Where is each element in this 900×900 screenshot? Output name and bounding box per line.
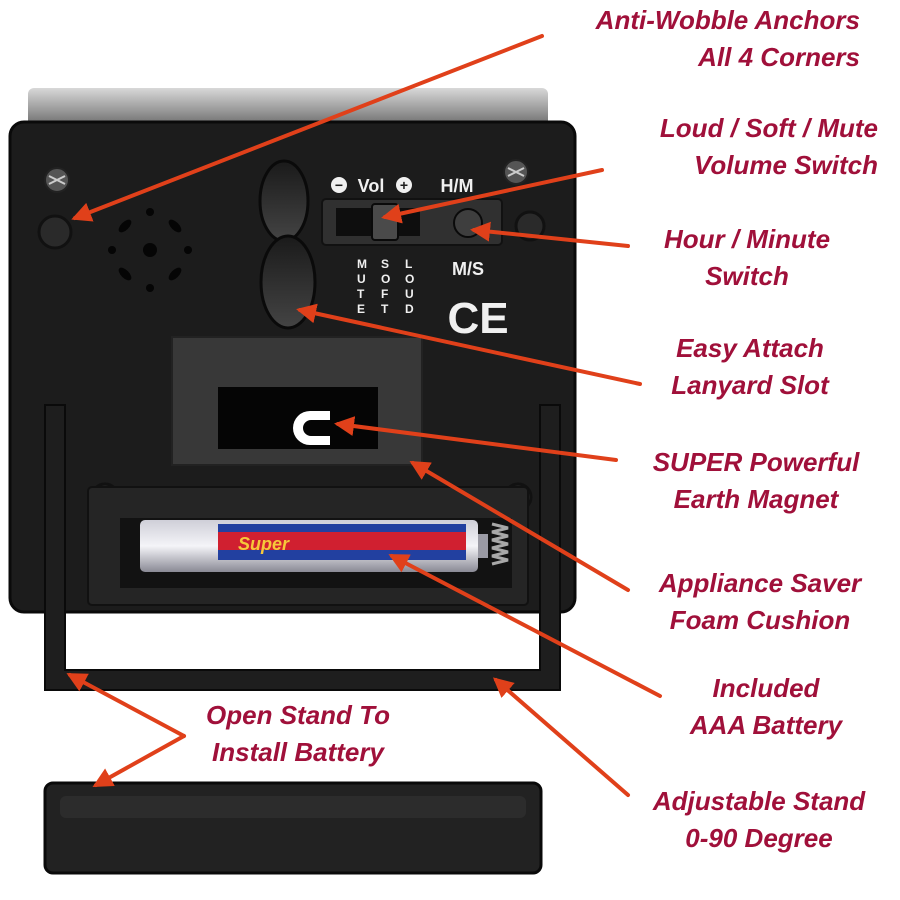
callout-lanyard: Easy Attach Lanyard Slot — [640, 330, 860, 404]
callout-magnet-line-1: SUPER Powerful — [652, 447, 860, 477]
callout-volume-line-2: Volume Switch — [694, 150, 878, 180]
minus-icon — [331, 177, 347, 193]
stand-frame — [44, 404, 561, 691]
callout-open-stand-line-2: Install Battery — [212, 737, 384, 767]
arrow-magnet — [334, 416, 618, 462]
arrow-open-stand-1 — [66, 673, 186, 738]
callout-hour-minute-line-1: Hour / Minute — [663, 224, 831, 254]
speaker-grille — [108, 208, 192, 292]
ce-mark: CE — [447, 294, 508, 343]
callout-lanyard-line-1: Easy Attach — [676, 333, 824, 363]
battery-spring — [491, 522, 509, 566]
callout-anchors: Anti-Wobble Anchors All 4 Corners — [596, 2, 860, 76]
volume-minus: − — [335, 177, 343, 193]
callout-volume-line-1: Loud / Soft / Mute — [659, 113, 878, 143]
callout-hour-minute: Hour / Minute Switch — [632, 221, 862, 295]
arrow-volume — [381, 168, 604, 224]
callout-battery-line-2: AAA Battery — [689, 710, 843, 740]
callout-magnet-line-2: Earth Magnet — [673, 484, 839, 514]
callout-lanyard-line-2: Lanyard Slot — [671, 370, 829, 400]
callout-stand-line-2: 0-90 Degree — [685, 823, 833, 853]
ms-label: M/S — [452, 259, 484, 279]
anchor-top-right — [514, 210, 546, 242]
arrow-foam — [409, 460, 630, 592]
arrow-hm — [470, 221, 630, 248]
magnet-icon — [293, 411, 330, 445]
arrow-anchors — [71, 34, 544, 222]
battery-brand: Super — [238, 534, 290, 554]
callout-stand: Adjustable Stand 0-90 Degree — [624, 783, 894, 857]
callout-battery: Included AAA Battery — [656, 670, 876, 744]
volume-label: Vol — [358, 176, 385, 196]
callout-foam-line-2: Foam Cushion — [669, 605, 851, 635]
callout-hour-minute-line-2: Switch — [705, 261, 789, 291]
callout-arrows — [66, 34, 662, 797]
callout-foam: Appliance Saver Foam Cushion — [630, 565, 890, 639]
battery: Super — [140, 520, 488, 572]
arrow-lanyard — [296, 303, 642, 386]
callout-magnet: SUPER Powerful Earth Magnet — [614, 444, 898, 518]
screw-left — [44, 167, 70, 193]
volume-slider-knob — [371, 203, 399, 241]
screw-right — [503, 159, 529, 185]
callout-open-stand: Open Stand To Install Battery — [178, 697, 418, 771]
callout-battery-line-1: Included — [712, 673, 820, 703]
plus-icon — [396, 177, 412, 193]
hm-button — [453, 208, 483, 238]
arrow-open-stand-2 — [92, 734, 186, 787]
arrow-battery — [388, 554, 662, 698]
volume-plus: + — [400, 177, 408, 193]
arrow-stand — [492, 677, 630, 797]
callout-anchors-line-1: Anti-Wobble Anchors — [595, 5, 860, 35]
callout-open-stand-line-1: Open Stand To — [206, 700, 390, 730]
callout-stand-line-1: Adjustable Stand — [652, 786, 866, 816]
callout-foam-line-1: Appliance Saver — [658, 568, 862, 598]
hm-label: H/M — [441, 176, 474, 196]
callout-volume: Loud / Soft / Mute Volume Switch — [660, 110, 878, 184]
callout-anchors-line-2: All 4 Corners — [698, 42, 860, 72]
anchor-top-left — [37, 214, 73, 250]
